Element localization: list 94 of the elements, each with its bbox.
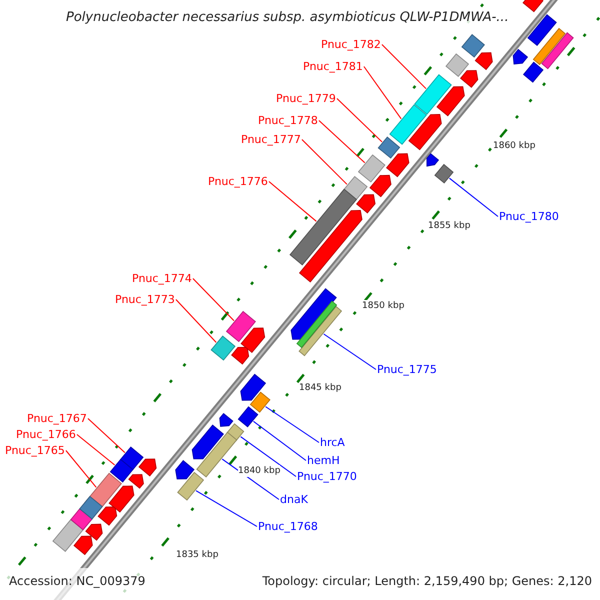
gene-label: Pnuc_1781 xyxy=(303,60,363,73)
leader-line xyxy=(363,66,402,120)
gene-bar xyxy=(389,104,427,145)
gene-bar xyxy=(196,432,238,478)
leader-line xyxy=(76,434,116,466)
gene-label: hrcA xyxy=(320,436,345,449)
gene-feature xyxy=(108,486,134,513)
gene-feature xyxy=(408,114,442,150)
gene-feature xyxy=(522,0,544,12)
gene-label: hemH xyxy=(307,454,340,467)
gene-feature xyxy=(138,458,157,476)
gene-feature xyxy=(175,460,195,480)
gene-feature xyxy=(128,474,144,489)
leader-line xyxy=(336,98,383,142)
leader-line xyxy=(222,458,280,500)
leader-line xyxy=(268,181,317,222)
leader-line xyxy=(381,44,427,90)
gene-feature xyxy=(240,374,266,401)
gene-bar xyxy=(445,53,470,77)
gene-bar xyxy=(541,32,574,70)
gene-bar xyxy=(289,188,358,266)
gene-label: Pnuc_1782 xyxy=(321,38,381,51)
gene-feature xyxy=(73,536,93,556)
gene-label: Pnuc_1779 xyxy=(276,92,336,105)
gene-bar xyxy=(522,62,544,83)
gene-feature xyxy=(85,524,103,541)
tick-label: 1860 kbp xyxy=(493,140,536,152)
leader-line xyxy=(448,178,498,217)
leader-line xyxy=(65,450,97,488)
gene-label: Pnuc_1766 xyxy=(16,428,76,441)
gene-label: Pnuc_1768 xyxy=(258,520,318,533)
leader-line xyxy=(175,299,217,343)
gene-bar xyxy=(434,164,454,184)
leader-line xyxy=(265,406,320,443)
map-title: Polynucleobacter necessarius subsp. asymbioticus QLW-P1DMWA-... xyxy=(66,9,509,26)
gene-bar xyxy=(527,14,557,46)
gene-feature xyxy=(386,153,410,178)
gene-bar xyxy=(414,74,452,115)
gene-bar xyxy=(70,508,93,530)
gene-bar xyxy=(120,446,144,470)
gene-feature xyxy=(436,86,465,116)
gene-label: Pnuc_1775 xyxy=(377,363,437,376)
leader-line xyxy=(323,333,376,370)
gene-label: Pnuc_1778 xyxy=(258,114,318,127)
gene-bar xyxy=(226,310,256,342)
gene-label: Pnuc_1765 xyxy=(5,444,65,457)
gene-label: Pnuc_1776 xyxy=(208,175,268,188)
gene-bar xyxy=(79,496,103,520)
gene-bar xyxy=(52,519,84,552)
leader-line xyxy=(301,139,348,185)
gene-feature xyxy=(426,153,440,167)
gene-bar xyxy=(177,472,204,501)
gene-bar xyxy=(238,406,258,428)
gene-bar xyxy=(358,154,386,183)
gene-feature xyxy=(192,424,224,460)
gene-feature xyxy=(369,174,392,198)
gene-label: dnaK xyxy=(280,493,308,506)
leader-line xyxy=(318,120,366,164)
gene-feature xyxy=(460,70,478,88)
gene-feature xyxy=(298,210,362,282)
gene-label: Pnuc_1774 xyxy=(132,272,192,285)
gene-feature xyxy=(98,506,118,526)
gene-bar xyxy=(461,34,485,58)
gene-bar xyxy=(532,28,566,66)
gene-label: Pnuc_1777 xyxy=(241,133,301,146)
gene-label: Pnuc_1767 xyxy=(27,412,87,425)
gene-bar xyxy=(378,136,400,159)
gene-label: Pnuc_1773 xyxy=(115,293,175,306)
accession-text: Accession: NC_009379 xyxy=(9,574,146,589)
tick-label: 1855 kbp xyxy=(428,220,470,232)
gene-bar xyxy=(250,392,270,413)
gene-feature xyxy=(474,52,493,70)
gene-label: Pnuc_1780 xyxy=(499,210,559,223)
leader-line xyxy=(196,490,258,527)
leader-line xyxy=(252,420,306,461)
gene-bar xyxy=(210,336,236,361)
gene-label: Pnuc_1770 xyxy=(297,470,357,483)
genome-info-text: Topology: circular; Length: 2,159,490 bp; Genes: 2,120 xyxy=(262,574,592,589)
tick-label: 1835 kbp xyxy=(176,549,218,561)
tick-label: 1845 kbp xyxy=(299,382,342,394)
leader-line xyxy=(240,436,296,477)
gene-feature xyxy=(231,346,250,365)
gene-bar xyxy=(110,458,134,483)
gene-bar xyxy=(298,306,342,356)
leader-line xyxy=(192,278,234,322)
gene-feature xyxy=(240,328,266,354)
tick-label: 1850 kbp xyxy=(362,300,404,312)
gene-bar xyxy=(296,300,338,348)
leader-line xyxy=(87,418,126,454)
gene-feature xyxy=(512,48,528,65)
tick-label: 1840 kbp xyxy=(238,465,280,477)
gene-feature xyxy=(290,288,337,340)
gene-feature xyxy=(356,194,376,214)
gene-feature xyxy=(219,412,234,427)
